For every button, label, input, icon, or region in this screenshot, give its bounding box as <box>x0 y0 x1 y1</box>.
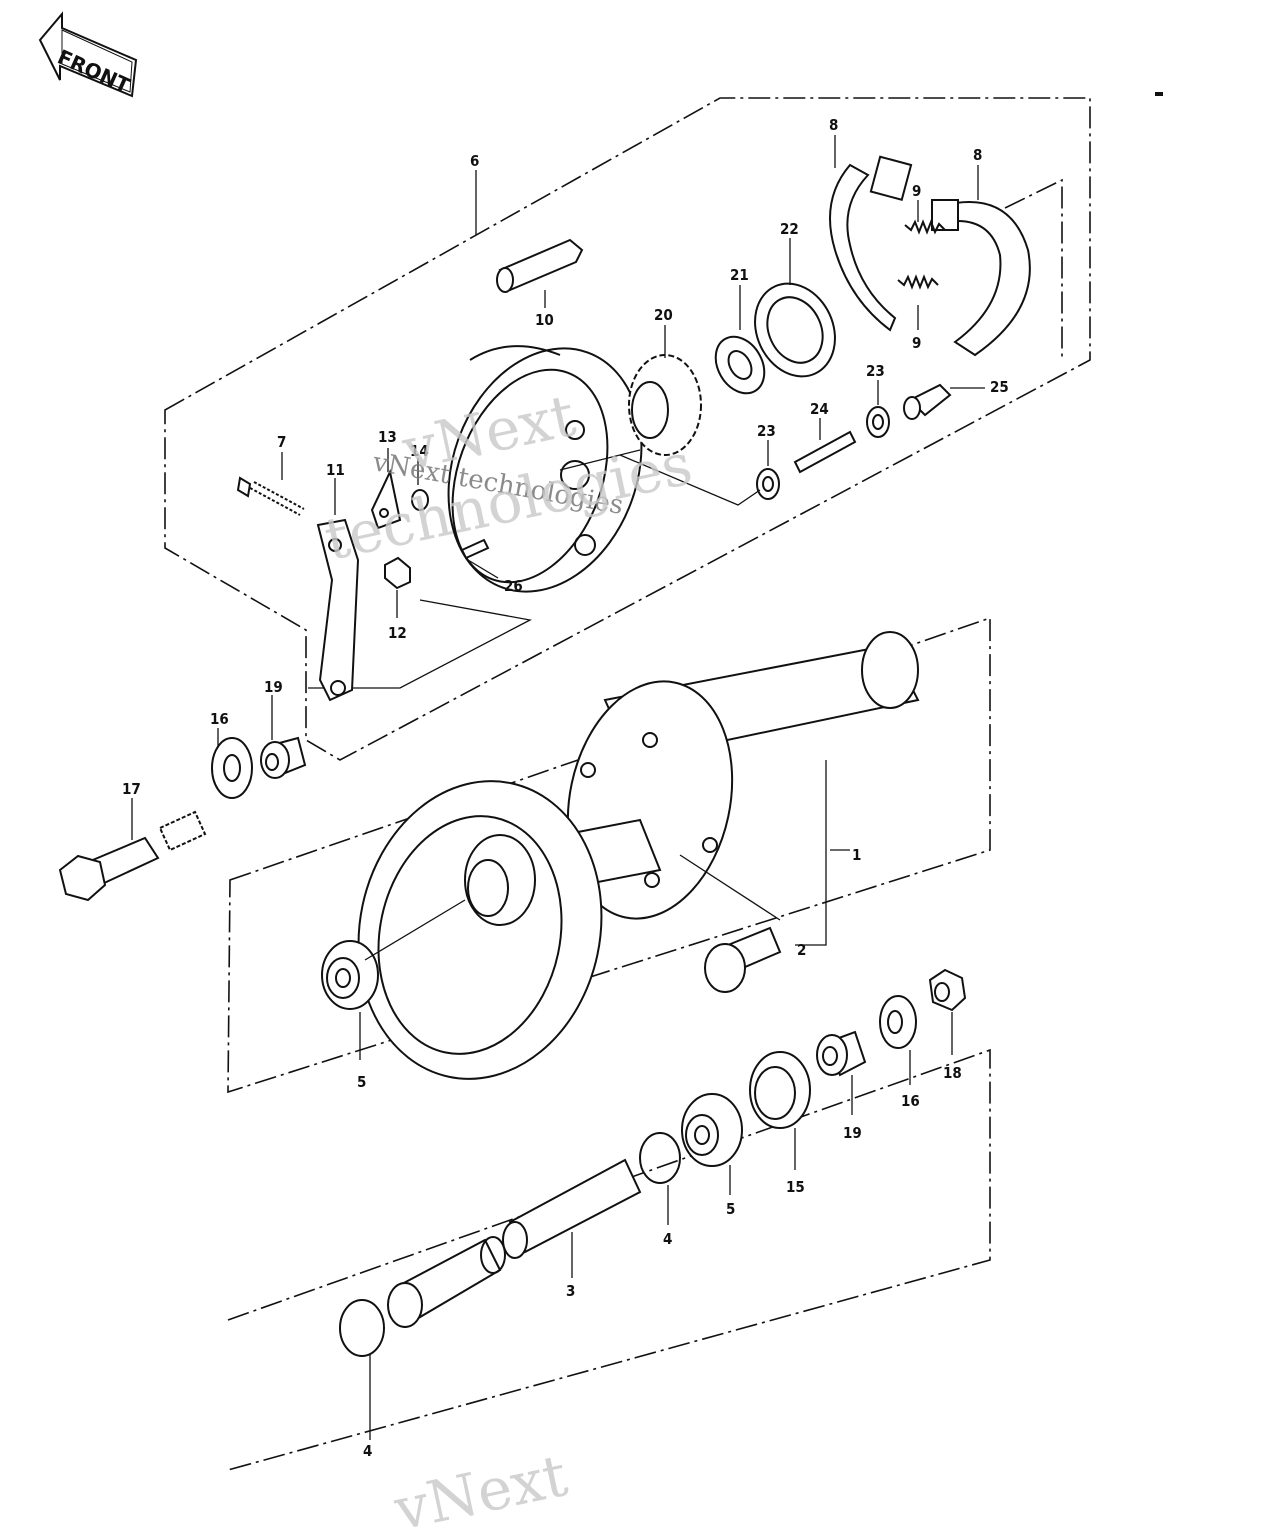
shoe-spring-upper <box>904 200 946 235</box>
part-number-7: 7 <box>277 433 286 451</box>
part-number-14: 14 <box>410 442 429 460</box>
part-number-18: 18 <box>943 1064 962 1082</box>
part-number-23-upper: 23 <box>866 362 885 380</box>
part-number-20: 20 <box>654 306 673 324</box>
lever-nut <box>384 556 411 618</box>
part-number-19-right: 19 <box>843 1124 862 1142</box>
hub-stud-bolt <box>679 854 782 993</box>
brake-camshaft <box>496 238 584 308</box>
part-number-8-left: 8 <box>829 116 838 134</box>
brake-shoe-right <box>931 165 1031 357</box>
brake-cam-lever <box>316 478 360 702</box>
distance-collar-3 <box>502 1158 642 1278</box>
axle-sleeve <box>158 810 207 852</box>
spacer-19-left <box>260 695 307 779</box>
part-number-3: 3 <box>566 1282 575 1300</box>
rear-hub <box>357 631 920 1080</box>
watermark-brand-bottom: vNext <box>388 1441 573 1536</box>
assembly-leader-lines <box>308 449 761 689</box>
brake-panel <box>447 345 643 593</box>
cam-lever-bolt <box>236 452 305 516</box>
part-number-12: 12 <box>388 624 407 642</box>
part-number-5-right: 5 <box>726 1200 735 1218</box>
circlip-4-upper <box>639 1132 681 1225</box>
circlip-4-lower <box>339 1299 385 1440</box>
brake-shoe-left <box>829 135 913 332</box>
part-number-22: 22 <box>780 220 799 238</box>
indicator-plate <box>370 448 402 530</box>
wear-indicator <box>793 418 857 474</box>
speedometer-gear <box>628 325 702 456</box>
part-number-11: 11 <box>326 461 345 479</box>
spacer-19-right <box>816 1030 867 1115</box>
part-number-8-right: 8 <box>973 146 982 164</box>
shoe-spring-lower <box>897 274 939 330</box>
part-number-15: 15 <box>786 1178 805 1196</box>
part-number-16-right: 16 <box>901 1092 920 1110</box>
lever-pin <box>460 538 499 579</box>
washer-16-right <box>879 995 917 1085</box>
part-number-6: 6 <box>470 152 479 170</box>
part-number-1: 1 <box>852 846 861 864</box>
part-number-21: 21 <box>730 266 749 284</box>
oil-seal-15 <box>749 1051 811 1170</box>
part-number-2: 2 <box>797 941 806 959</box>
part-number-13: 13 <box>378 428 397 446</box>
bearing-right <box>681 1093 743 1195</box>
part-number-26: 26 <box>504 577 523 595</box>
part-number-16-left: 16 <box>210 710 229 728</box>
part-number-4-lower: 4 <box>363 1442 372 1460</box>
o-ring <box>411 458 429 511</box>
gear-retainer <box>714 285 766 395</box>
axle-nut-18 <box>928 968 967 1055</box>
axle-bolt <box>58 798 160 902</box>
part-number-23-lower: 23 <box>757 422 776 440</box>
brake-panel-assembly-outline <box>164 97 1091 761</box>
brake-shoe-group-outline <box>1004 178 1063 360</box>
corner-mark <box>1155 92 1163 96</box>
part-number-9-upper: 9 <box>912 182 921 200</box>
washer-23-lower <box>756 440 780 500</box>
part-number-4-upper: 4 <box>663 1230 672 1248</box>
bearing-left <box>321 899 466 1060</box>
part-number-24: 24 <box>810 400 829 418</box>
part-number-17: 17 <box>122 780 141 798</box>
front-arrow-icon: FRONT <box>38 11 138 98</box>
washer-16-left <box>211 728 253 799</box>
part-number-10: 10 <box>535 311 554 329</box>
part-number-5-left: 5 <box>357 1073 366 1091</box>
anchor-pin <box>903 383 985 420</box>
distance-collar-lower <box>387 1236 506 1328</box>
part-number-25: 25 <box>990 378 1009 396</box>
part-number-19-left: 19 <box>264 678 283 696</box>
axle-group-outline <box>227 1048 991 1471</box>
part-number-9-lower: 9 <box>912 334 921 352</box>
grease-seal <box>754 238 836 378</box>
washer-23-upper <box>866 380 890 438</box>
